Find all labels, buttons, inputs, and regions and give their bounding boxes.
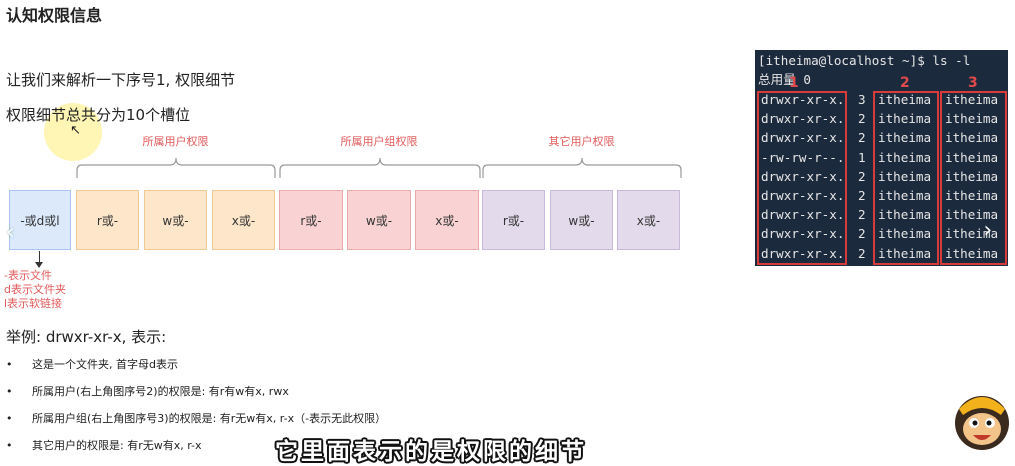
link-count-cell: 2 [858,207,866,223]
type-arrow [39,251,40,265]
group-cell: itheima [945,130,999,146]
slot-other-x: x或- [617,190,680,250]
bullet-dot: • [6,358,13,371]
slot-group-r: r或- [279,190,343,250]
pointer-cursor-icon: ↖ [70,123,81,138]
list-item: • 所属用户(右上角图序号2)的权限是: 有r有w有x, rwx [6,383,386,410]
list-item-text: 所属用户组(右上角图序号3)的权限是: 有r无w有x, r-x（-表示无此权限） [32,412,387,425]
brace-other [482,157,682,178]
link-count-cell: 2 [858,226,866,242]
brace-user [76,157,276,178]
group-cell: itheima [945,149,999,165]
group-label-other: 其它用户权限 [548,135,615,148]
marker-3: 3 [968,75,978,91]
list-item-text: 所属用户(右上角图序号2)的权限是: 有r有w有x, rwx [32,385,289,398]
terminal-screenshot: [itheima@localhost ~]$ ls -l 总用量 0 drwxr… [755,50,1008,266]
list-item-text: 这是一个文件夹, 首字母d表示 [32,358,178,371]
list-item: • 其它用户的权限是: 有r无w有x, r-x [6,437,386,464]
group-cell: itheima [945,168,999,184]
perm-cell: drwxr-xr-x. [761,188,845,203]
bullet-dot: • [6,385,13,398]
marker-2: 2 [900,75,910,91]
video-subtitle: 它里面表示的是权限的细节 [275,439,587,465]
bullet-dot: • [6,439,13,452]
perm-cell: drwxr-xr-x. [761,245,845,261]
intro-line: 让我们来解析一下序号1, 权限细节 [6,71,236,89]
link-count-cell: 2 [858,245,866,261]
group-cell: itheima [945,188,999,203]
group-label-user: 所属用户权限 [142,135,209,148]
user-column-highlight [873,91,939,265]
user-cell: itheima [878,188,932,203]
type-arrow-head [35,262,43,268]
group-cell: itheima [945,92,999,107]
user-cell: itheima [878,92,932,107]
perm-cell: drwxr-xr-x. [761,130,845,146]
list-item: • 所属用户组(右上角图序号3)的权限是: 有r无w有x, r-x（-表示无此权限… [6,410,386,437]
terminal-row: drwxr-xr-x. 2 itheima itheima [758,225,1008,243]
group-column-highlight [940,91,1007,265]
bullet-dot: • [6,412,13,425]
type-notes: -表示文件 d表示文件夹 l表示软链接 [4,269,66,311]
perm-cell: -rw-rw-r--. [761,149,845,165]
terminal-row: drwxr-xr-x. 2 itheima itheima [758,245,1008,263]
slot-user-w: w或- [144,190,207,250]
type-note-link: l表示软链接 [4,297,63,310]
list-item: • 这是一个文件夹, 首字母d表示 [6,356,386,383]
user-cell: itheima [878,168,932,184]
terminal-total: 总用量 0 [758,72,811,87]
terminal-row: drwxr-xr-x. 2 itheima itheima [758,110,1008,128]
user-cell: itheima [878,130,932,146]
terminal-row: drwxr-xr-x. 3 itheima itheima [758,91,1008,109]
slot-user-x: x或- [212,190,275,250]
slot-group-w: w或- [347,190,411,250]
group-cell: itheima [945,245,999,261]
perm-cell: drwxr-xr-x. [761,111,845,127]
group-cell: itheima [945,226,999,242]
terminal-row: drwxr-xr-x. 2 itheima itheima [758,206,1008,224]
group-cell: itheima [945,111,999,127]
link-count-cell: 2 [858,168,866,184]
perm-cell: drwxr-xr-x. [761,92,845,107]
page-title: 认知权限信息 [6,6,103,25]
slot-other-r: r或- [482,190,545,250]
prev-slide-button[interactable]: ‹ [6,220,15,245]
link-count-cell: 2 [858,188,866,203]
perm-column-highlight [757,91,847,265]
perm-cell: drwxr-xr-x. [761,207,845,223]
type-note-dir: d表示文件夹 [4,283,66,296]
cursor-highlight [44,103,102,161]
terminal-row: -rw-rw-r--. 1 itheima itheima [758,149,1008,167]
terminal-row: drwxr-xr-x. 2 itheima itheima [758,168,1008,186]
marker-1: 1 [789,75,799,91]
slot-other-w: w或- [550,190,613,250]
example-heading: 举例: drwxr-xr-x, 表示: [6,328,167,346]
terminal-row: drwxr-xr-x. 2 itheima itheima [758,129,1008,147]
slot-group-x: x或- [415,190,479,250]
user-cell: itheima [878,245,932,261]
explanation-list: • 这是一个文件夹, 首字母d表示 • 所属用户(右上角图序号2)的权限是: 有r有… [6,356,386,464]
perm-cell: drwxr-xr-x. [761,168,845,184]
user-cell: itheima [878,149,932,165]
type-note-file: -表示文件 [4,269,52,282]
group-cell: itheima [945,207,999,223]
link-count-cell: 3 [858,92,866,107]
list-item-text: 其它用户的权限是: 有r无w有x, r-x [32,439,202,452]
slot-type: -或d或l [9,190,71,250]
link-count-cell: 2 [858,111,866,127]
monkey-mascot-icon [955,396,1009,450]
user-cell: itheima [878,226,932,242]
user-cell: itheima [878,111,932,127]
slot-user-r: r或- [76,190,139,250]
group-label-group: 所属用户组权限 [340,135,418,148]
link-count-cell: 2 [858,130,866,146]
terminal-prompt: [itheima@localhost ~]$ ls -l [758,53,971,68]
perm-cell: drwxr-xr-x. [761,226,845,242]
brace-group [279,157,481,178]
next-slide-button[interactable]: › [981,218,995,243]
link-count-cell: 1 [858,149,866,165]
user-cell: itheima [878,207,932,223]
slot-count-line: 权限细节总共分为10个槽位 [6,106,191,124]
terminal-row: drwxr-xr-x. 2 itheima itheima [758,187,1008,205]
